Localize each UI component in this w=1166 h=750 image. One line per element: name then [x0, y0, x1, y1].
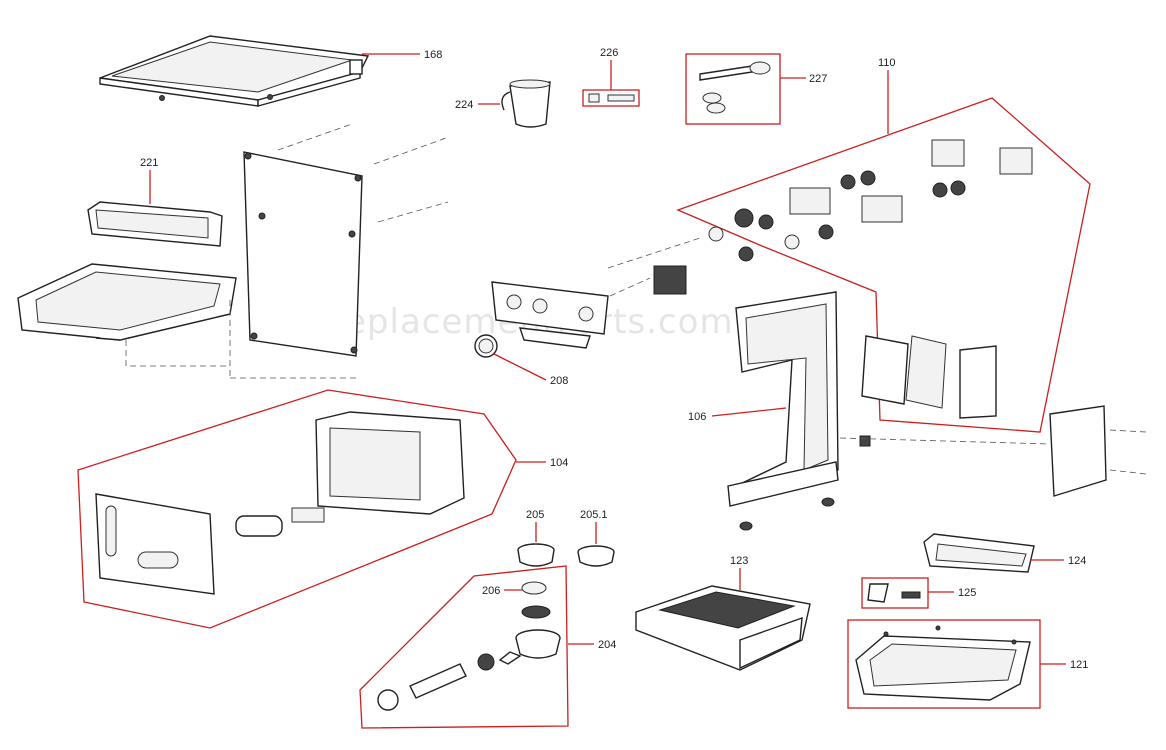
callout-224: 224 — [455, 99, 473, 111]
leader-106 — [711, 407, 787, 417]
callout-221: 221 — [140, 157, 158, 169]
part-121-drip-tray[interactable] — [855, 625, 1031, 701]
callout-125: 125 — [958, 587, 976, 599]
guide-side-2 — [1109, 429, 1147, 433]
guide-front-1 — [609, 277, 651, 297]
callout-227: 227 — [809, 73, 827, 85]
guide-line-tray — [125, 340, 226, 367]
callout-104: 104 — [550, 457, 568, 469]
callout-110: 110 — [878, 57, 896, 69]
part-base-tray[interactable] — [17, 263, 237, 341]
guide-side-1 — [839, 437, 1051, 445]
part-124-drip-tray-cover[interactable] — [923, 533, 1035, 573]
box-104 — [77, 389, 517, 629]
guide-back-2 — [373, 137, 447, 165]
guide-side-3 — [1109, 469, 1147, 475]
guide-back-3 — [377, 201, 449, 223]
callout-206: 206 — [482, 585, 500, 597]
callout-124: 124 — [1068, 555, 1086, 567]
callout-123: 123 — [730, 555, 748, 567]
leader-208 — [493, 353, 547, 381]
callout-205-1: 205.1 — [580, 509, 608, 521]
box-110 — [676, 97, 1091, 433]
guide-front-2 — [607, 237, 701, 269]
part-104-water-tank[interactable] — [95, 411, 465, 595]
part-205-filter-basket[interactable] — [517, 543, 555, 567]
guide-back-1 — [277, 123, 353, 151]
part-221-tray-insert[interactable] — [87, 201, 223, 247]
callout-226: 226 — [600, 47, 618, 59]
part-204-portafilter[interactable] — [377, 581, 561, 711]
part-back-panel[interactable] — [243, 151, 363, 357]
part-side-panel[interactable] — [1049, 405, 1107, 497]
part-208-ring[interactable] — [474, 334, 498, 358]
callout-204: 204 — [598, 639, 616, 651]
callout-208: 208 — [550, 375, 568, 387]
part-226-small-tools[interactable] — [588, 93, 635, 103]
part-123-drip-grate[interactable] — [635, 585, 811, 671]
callout-205: 205 — [526, 509, 544, 521]
callout-121: 121 — [1070, 659, 1088, 671]
box-204 — [359, 565, 569, 729]
part-110-valve-assembly[interactable] — [708, 139, 1033, 419]
part-224-milk-jug[interactable] — [501, 79, 551, 128]
part-205-1-filter-basket[interactable] — [577, 545, 615, 567]
part-168-top-cover[interactable] — [99, 35, 370, 107]
box-125 — [861, 577, 929, 609]
part-front-control-panel[interactable] — [491, 265, 687, 349]
part-227-scoop-tamper[interactable] — [699, 61, 771, 114]
callout-168: 168 — [424, 49, 442, 61]
callout-106: 106 — [688, 411, 706, 423]
box-227 — [685, 53, 781, 125]
part-125-float-set[interactable] — [867, 583, 921, 603]
part-106-main-frame[interactable] — [727, 291, 871, 531]
